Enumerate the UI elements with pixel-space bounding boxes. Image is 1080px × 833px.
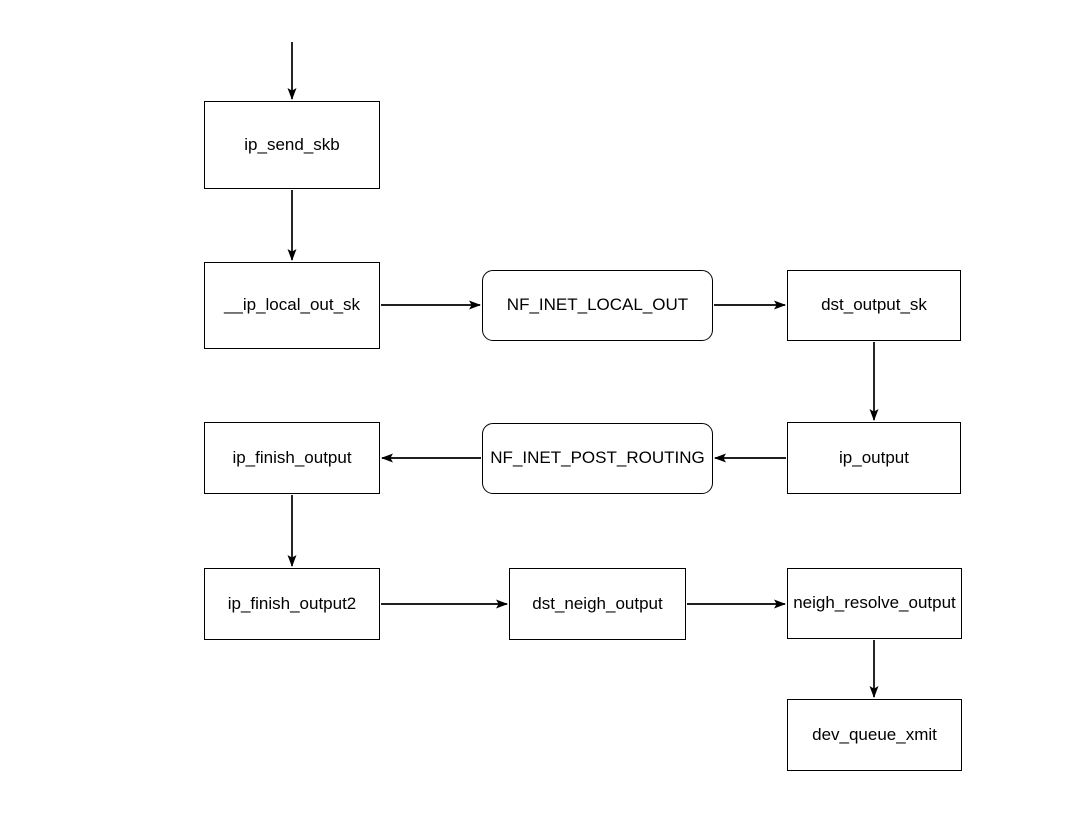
node-dst-output-sk: dst_output_sk xyxy=(787,270,961,341)
node-nf-inet-local-out: NF_INET_LOCAL_OUT xyxy=(482,270,713,341)
node-ip-finish-output: ip_finish_output xyxy=(204,422,380,494)
node-dev-queue-xmit: dev_queue_xmit xyxy=(787,699,962,771)
node-neigh-resolve-output: neigh_resolve_output xyxy=(787,568,962,639)
node-nf-inet-post-routing: NF_INET_POST_ROUTING xyxy=(482,423,713,494)
node-ip-finish-output2: ip_finish_output2 xyxy=(204,568,380,640)
node-ip-local-out-sk: __ip_local_out_sk xyxy=(204,262,380,349)
node-ip-send-skb: ip_send_skb xyxy=(204,101,380,189)
node-ip-output: ip_output xyxy=(787,422,961,494)
node-dst-neigh-output: dst_neigh_output xyxy=(509,568,686,640)
